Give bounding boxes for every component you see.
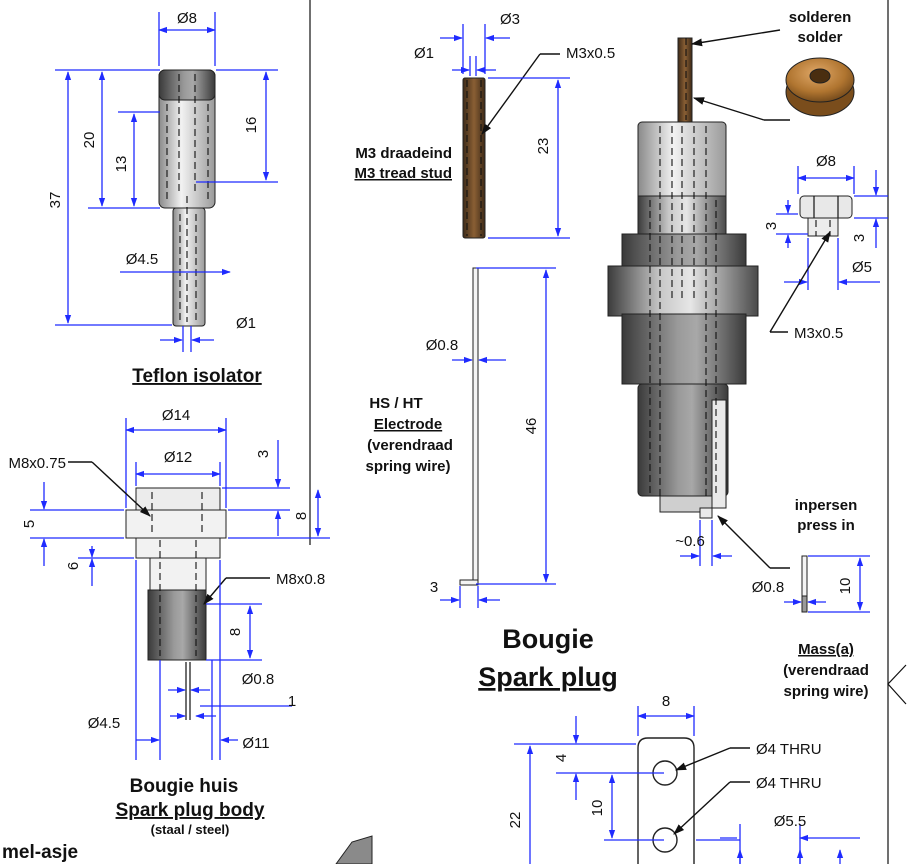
dim-body-1: 1 [288,693,296,710]
teflon-isolator-part [158,69,216,327]
dim-bracket-8: 8 [662,693,670,710]
spark-plug-body-dimensions: Ø14 Ø12 M8x0.75 3 8 5 6 M8x0.8 8 Ø0.8 1 [8,407,330,837]
stud-thread-label: M3x0.5 [566,45,615,62]
dim-body-diameter-14: Ø14 [162,407,190,424]
mass-label-1: Mass(a) [798,641,854,658]
body-title-nl: Bougie huis [130,776,239,797]
dim-bracket-10: 10 [589,800,606,817]
bracket-part [637,737,695,864]
dim-body-diameter-12: Ø12 [164,449,192,466]
body-title-en: Spark plug body [116,800,265,821]
dim-nut-3b: 3 [851,234,868,242]
dim-stud-length-23: 23 [535,138,552,155]
dim-gap-0-6: ~0.6 [675,533,705,550]
bracket-dimensions: 8 4 10 22 Ø4 THRU Ø4 THRU Ø5.5 [507,693,860,864]
dim-body-diameter-4-5: Ø4.5 [88,715,121,732]
solder-ring [785,57,855,117]
dim-length-37: 37 [47,192,64,209]
spark-plug-title-en: Spark plug [478,662,618,692]
m3-stud-part [462,77,486,239]
dim-body-8b: 8 [227,628,244,636]
dim-body-3: 3 [255,450,272,458]
stud-label-nl: M3 draadeind [355,145,452,162]
press-in-nl: inpersen [795,497,858,514]
dim-bracket-diameter-5-5: Ø5.5 [774,813,807,830]
dim-body-8a: 8 [293,512,310,520]
solder-label-nl: solderen [789,9,852,26]
m3-stud-dimensions: Ø3 Ø1 M3x0.5 23 M3 draadeind M3 tread st… [354,11,615,239]
solder-label-en: solder [797,29,842,46]
dim-diameter-8: Ø8 [177,10,197,27]
mass-wire-annotations: inpersen press in 10 Ø0.8 Mass(a) (veren… [717,497,870,700]
mass-wire-part [801,555,808,613]
dim-nut-diameter-5: Ø5 [852,259,872,276]
dim-electrode-diameter: Ø0.8 [426,337,459,354]
bracket-hole-2: Ø4 THRU [756,775,822,792]
spark-plug-assembly [607,37,759,519]
body-material: (staal / steel) [151,822,230,837]
bracket-hole-1: Ø4 THRU [756,741,822,758]
dim-length-20: 20 [81,132,98,149]
dim-nut-diameter-8: Ø8 [816,153,836,170]
body-thread-top: M8x0.75 [8,455,66,472]
electrode-dimensions: 46 Ø0.8 3 HS / HT Electrode (verendraad … [365,267,556,608]
dim-body-6: 6 [65,562,82,570]
dim-body-5: 5 [21,520,38,528]
body-thread-bottom: M8x0.8 [276,571,325,588]
dim-body-diameter-0-8: Ø0.8 [242,671,275,688]
dim-diameter-4-5: Ø4.5 [126,251,159,268]
electrode-label-4: spring wire) [365,458,450,475]
electrode-label-2: Electrode [374,416,442,433]
spark-plug-annotations: solderen solder ~0.6 Bougie Spark plug [478,9,851,692]
press-in-en: press in [797,517,855,534]
dim-stud-diameter-3: Ø3 [500,11,520,28]
dim-length-16: 16 [243,117,260,134]
dim-bracket-22: 22 [507,812,524,829]
dim-diameter-1: Ø1 [236,315,256,332]
dim-body-diameter-11: Ø11 [242,735,269,752]
spark-plug-body-part [125,487,227,720]
electrode-label-1: HS / HT [369,395,422,412]
corner-label: mel-asje [2,842,78,863]
dim-nut-3a: 3 [763,222,780,230]
mass-label-3: spring wire) [783,683,868,700]
electrode-part [459,267,479,586]
dim-stud-diameter-1: Ø1 [414,45,434,62]
nut-thread-label: M3x0.5 [794,325,843,342]
dim-length-13: 13 [113,156,130,173]
electrode-label-3: (verendraad [367,437,453,454]
stud-label-en: M3 tread stud [354,165,452,182]
spark-plug-title-nl: Bougie [502,624,594,654]
m3-nut-dimensions: Ø8 3 3 Ø5 M3x0.5 [763,153,888,342]
section-arrow [887,664,907,705]
mass-label-2: (verendraad [783,662,869,679]
teflon-title: Teflon isolator [132,366,262,387]
m3-nut-part [799,195,853,237]
dim-electrode-length-46: 46 [523,418,540,435]
teflon-dimensions: Ø8 37 20 13 16 Ø4.5 Ø1 Teflon isolator [47,10,278,387]
dim-mass-diameter: Ø0.8 [752,579,785,596]
dim-electrode-3: 3 [430,579,438,596]
dim-mass-length-10: 10 [837,578,854,595]
corner-partial-part: mel-asje [2,835,373,864]
dim-bracket-4: 4 [553,754,570,762]
